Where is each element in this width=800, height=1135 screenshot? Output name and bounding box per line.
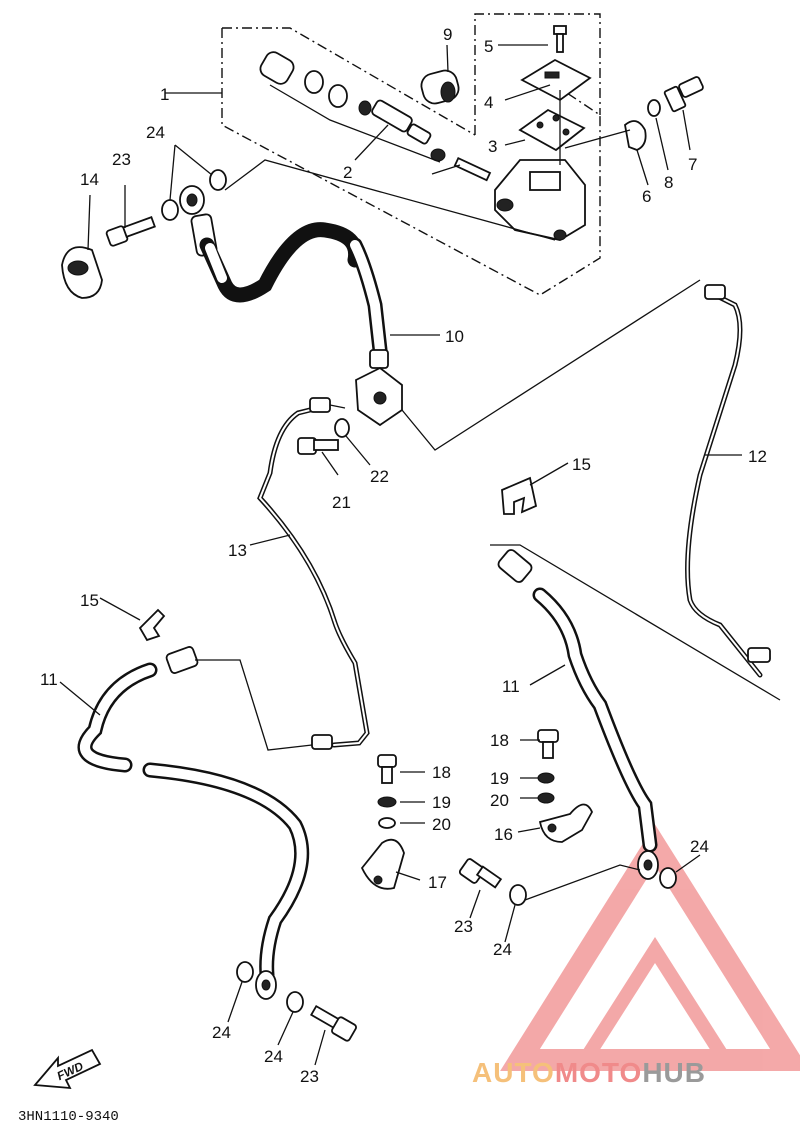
callout-21: 21	[332, 493, 351, 512]
diaphragm-plate-part-4	[520, 58, 592, 102]
cap-kit-boundary	[474, 13, 601, 135]
union-bolt-part-23-top	[105, 216, 156, 247]
callout-11-left: 11	[40, 670, 58, 689]
washer-part-8	[647, 99, 661, 117]
push-rod-bolt	[453, 156, 492, 182]
copper-washer-part-24-right	[659, 867, 677, 889]
washer-part-20-right	[537, 792, 555, 804]
callout-3: 3	[488, 137, 497, 156]
callout-19-left: 19	[432, 793, 451, 812]
callout-labels: 1 2 3 4 5 6 7 8 9 10 11 11 12 13 14 15 1…	[40, 25, 767, 1086]
callout-2: 2	[343, 163, 352, 182]
copper-washer-part-24-middle	[509, 884, 527, 906]
union-bolt-part-23-middle	[458, 858, 503, 889]
callout-23-top: 23	[112, 150, 131, 169]
callout-12: 12	[748, 447, 767, 466]
callout-16: 16	[494, 825, 513, 844]
callout-10: 10	[445, 327, 464, 346]
callout-24-bottom-left: 24	[212, 1023, 231, 1042]
forward-arrow-icon: FWD	[33, 1048, 102, 1090]
watermark-hub: HUB	[642, 1057, 706, 1088]
diaphragm-part-3	[518, 108, 586, 152]
callout-24-bottom-right: 24	[264, 1047, 283, 1066]
callout-19-right: 19	[490, 769, 509, 788]
forward-arrow-label: FWD	[55, 1059, 86, 1083]
watermark-text: AUTOMOTOHUB	[472, 1057, 706, 1088]
callout-24-top: 24	[146, 123, 165, 142]
callout-4: 4	[484, 93, 493, 112]
callout-14: 14	[80, 170, 99, 189]
callout-24-right: 24	[690, 837, 709, 856]
callout-15-right: 15	[572, 455, 591, 474]
piston-kit-part-2	[259, 51, 446, 162]
brake-hose-part-11-right	[497, 549, 659, 880]
callout-13: 13	[228, 541, 247, 560]
washer-part-19-left	[377, 796, 397, 808]
watermark-moto: MOTO	[555, 1057, 642, 1088]
watermark-auto: AUTO	[472, 1057, 555, 1088]
copper-washer-part-24-top-b	[209, 169, 227, 191]
callout-9: 9	[443, 25, 452, 44]
bolt-part-18-left	[377, 754, 397, 784]
callout-5: 5	[484, 37, 493, 56]
boot-cover-part-14	[61, 246, 103, 299]
callout-6: 6	[642, 187, 651, 206]
copper-washer-part-24-bottom-b	[286, 991, 304, 1013]
callout-22: 22	[370, 467, 389, 486]
callout-15-left: 15	[80, 591, 99, 610]
copper-washer-part-24-bottom-a	[236, 961, 254, 983]
watermark-logo	[500, 824, 800, 1071]
bolt-part-18-right	[537, 729, 559, 759]
master-cylinder-body	[494, 159, 586, 241]
clip-part-6	[624, 120, 647, 151]
master-cylinder-assembly-boundary-top	[222, 27, 476, 136]
callout-7: 7	[688, 155, 697, 174]
callout-23-bottom: 23	[300, 1067, 319, 1086]
callout-20-left: 20	[432, 815, 451, 834]
bracket-part-16	[538, 803, 594, 843]
reservoir-cap-part-9	[420, 69, 460, 105]
brake-pipe-part-12	[685, 284, 771, 678]
drawing-code: 3HN1110-9340	[18, 1109, 119, 1125]
callout-23-middle: 23	[454, 917, 473, 936]
bracket-part-17	[360, 838, 405, 890]
washer-part-20-left	[378, 817, 396, 829]
washer-part-19-right	[537, 772, 555, 784]
brake-hose-part-10	[199, 222, 389, 369]
hose-joint-block	[355, 366, 403, 427]
callout-17: 17	[428, 873, 447, 892]
screw-part-7	[663, 76, 704, 113]
callout-18-right: 18	[490, 731, 509, 750]
union-bolt-part-23-bottom	[310, 1004, 357, 1042]
hose-clip-part-15-right	[501, 476, 538, 515]
washer-part-22	[334, 418, 350, 438]
callout-1: 1	[160, 85, 169, 104]
callout-8: 8	[664, 173, 673, 192]
watermark-triangle-inner	[572, 936, 738, 1067]
hose-clip-part-15-left	[138, 608, 166, 642]
bolt-part-21	[297, 437, 339, 455]
copper-washer-part-24-top-a	[161, 199, 179, 221]
callout-24-middle: 24	[493, 940, 512, 959]
assembly-lines	[59, 44, 781, 1066]
callout-18-left: 18	[432, 763, 451, 782]
screw-part-5	[553, 25, 567, 53]
callout-20-right: 20	[490, 791, 509, 810]
brake-pipe-part-13	[257, 397, 370, 750]
brake-hose-part-11-left	[77, 646, 310, 1000]
callout-11-right: 11	[502, 677, 520, 696]
